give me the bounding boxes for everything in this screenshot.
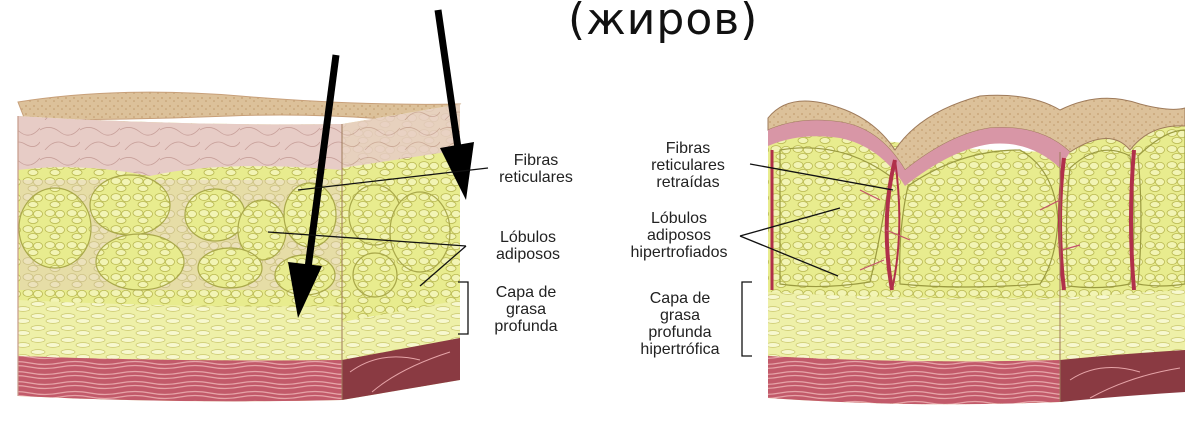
right-label-fibers: Fibras reticulares retraídas bbox=[628, 140, 748, 191]
right-deep-fat bbox=[768, 292, 1060, 361]
left-deep-fat bbox=[18, 300, 342, 361]
left-muscle bbox=[18, 356, 342, 401]
right-muscle bbox=[768, 356, 1060, 404]
right-lobules bbox=[780, 130, 1185, 288]
right-tissue-block bbox=[768, 95, 1185, 404]
left-label-deep-fat: Capa de grasa profunda bbox=[476, 284, 576, 335]
right-label-lobules: Lóbulos adiposos hipertrofiados bbox=[604, 210, 754, 261]
left-label-fibers: Fibras reticulares bbox=[484, 152, 588, 186]
left-label-lobules: Lóbulos adiposos bbox=[478, 229, 578, 263]
right-label-deep-fat: Capa de grasa profunda hipertrófica bbox=[618, 290, 742, 358]
left-tissue-block bbox=[18, 92, 460, 401]
